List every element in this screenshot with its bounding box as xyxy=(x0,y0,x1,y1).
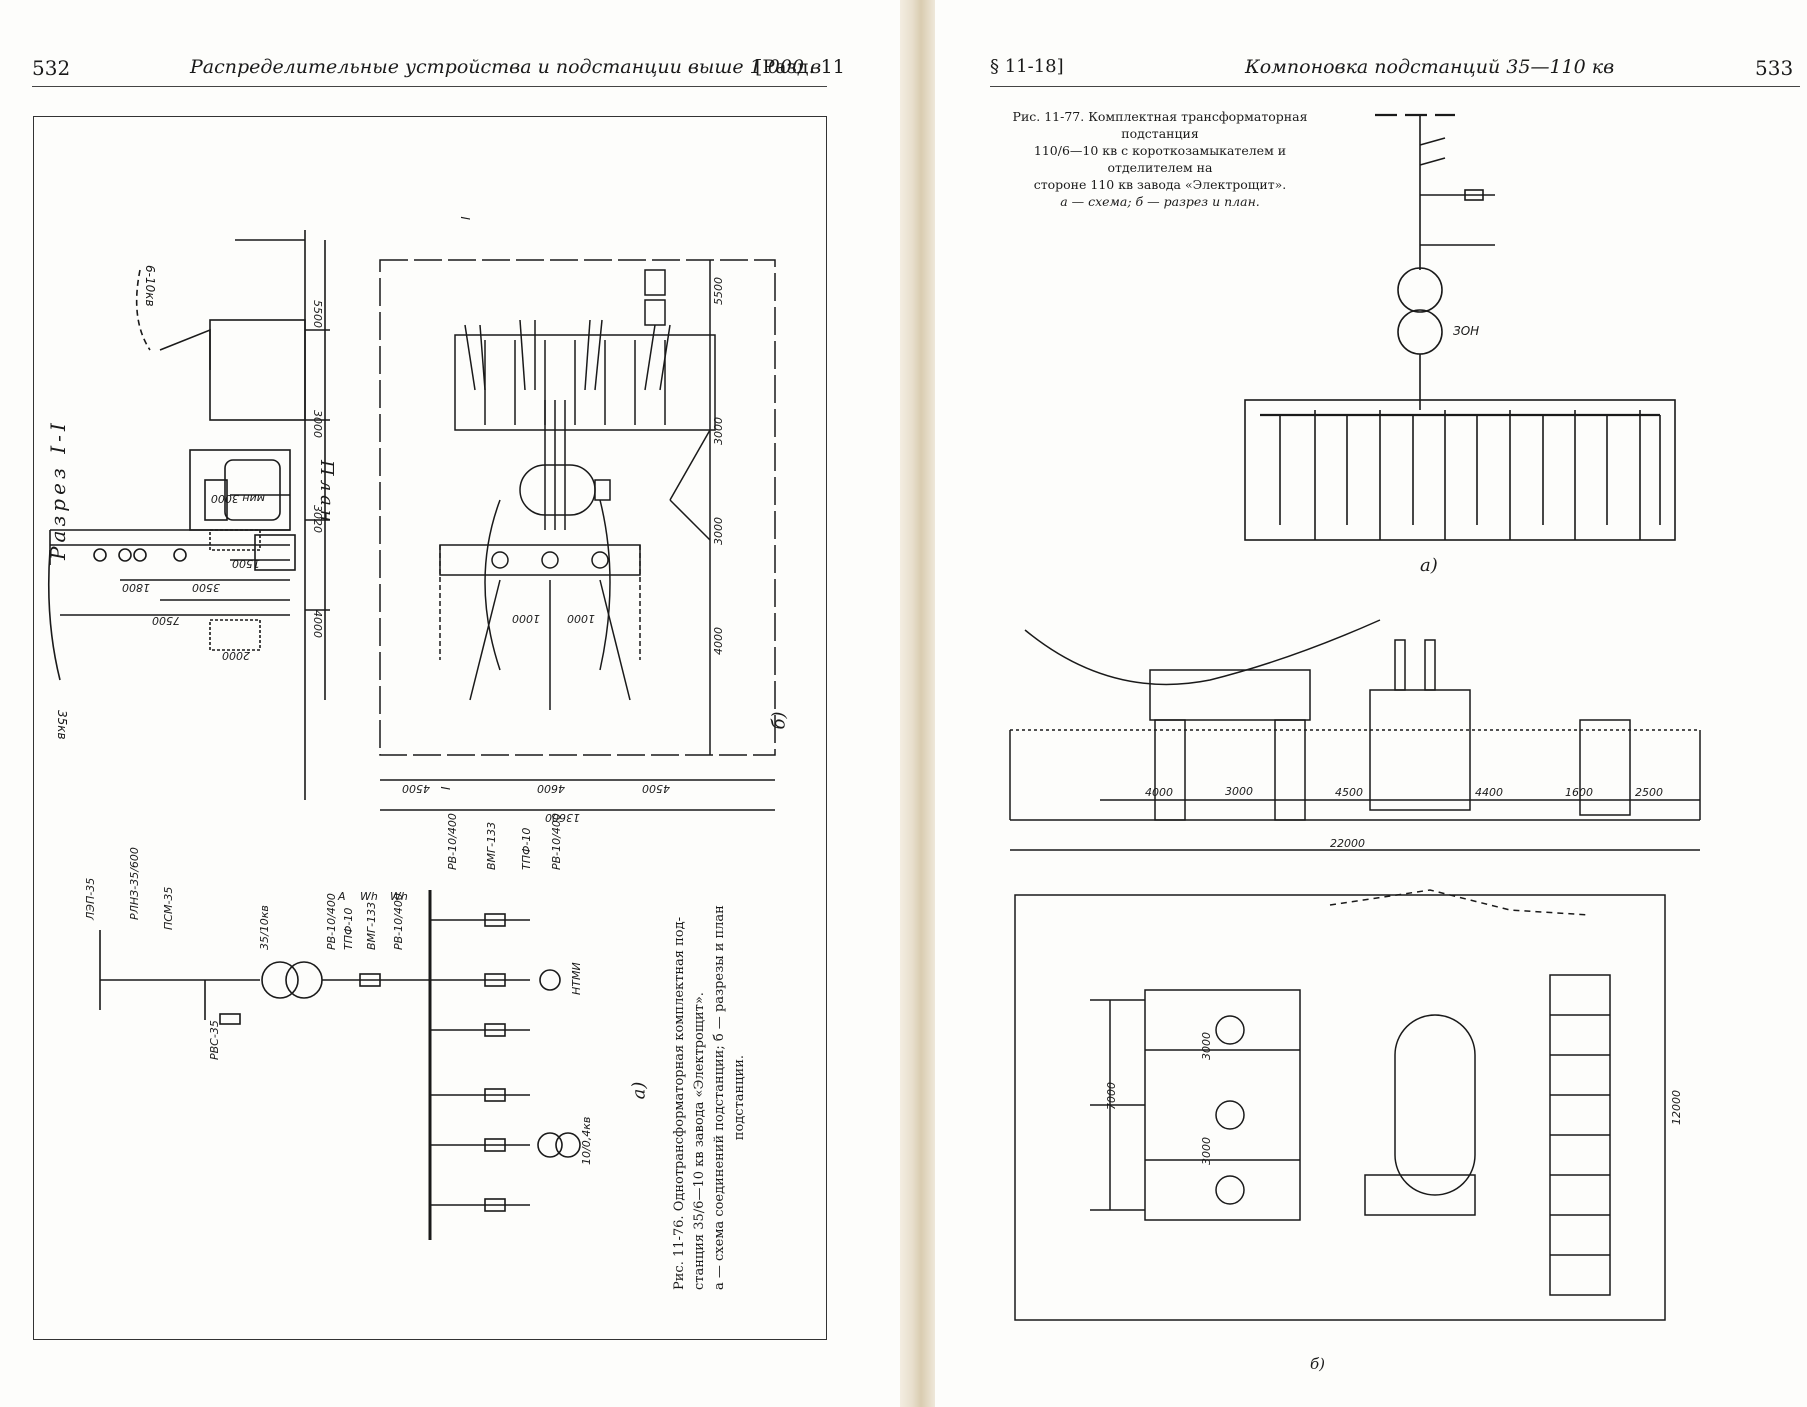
caption-right-line3: стороне 110 кв завода «Электрощит». xyxy=(1033,177,1287,192)
book-gutter xyxy=(900,0,935,1407)
plan-dim-4000: 4000 xyxy=(712,627,725,655)
dim-1500: 1500 xyxy=(232,557,260,570)
dim-1800: 1800 xyxy=(122,581,150,594)
sec-dim-22000: 22000 xyxy=(1330,837,1365,850)
plan-right-dim-7000: 7000 xyxy=(1105,1082,1118,1110)
page-number-right: 533 xyxy=(1755,56,1794,80)
scheme-wh1: Wh xyxy=(360,890,378,903)
scheme-out-tpf: ТПФ-10 xyxy=(520,828,533,870)
caption-right-line1: Рис. 11-77. Комплектная трансформаторная… xyxy=(1012,109,1308,141)
caption-right: Рис. 11-77. Комплектная трансформаторная… xyxy=(990,108,1330,210)
plan-dim-1000-b: 1000 xyxy=(567,612,595,625)
dim-7500: 7500 xyxy=(152,614,180,627)
caption-left-line3: а — схема соединений подстанции; б — раз… xyxy=(712,905,727,1290)
label-zon: ЗОН xyxy=(1453,324,1479,338)
scheme-fuse: ПСМ-35 xyxy=(162,887,175,930)
plan-right-dim-3000-a: 3000 xyxy=(1200,1032,1213,1060)
caption-left-line2: станция 35/6—10 кв завода «Электрощит». xyxy=(692,992,707,1290)
scheme-rv1: РВ-10/400 xyxy=(325,893,338,950)
sec-dim-1600: 1600 xyxy=(1565,786,1593,799)
section-marker-bottom: I xyxy=(439,786,453,790)
page-number-left: 532 xyxy=(32,56,71,80)
figure-frame-left xyxy=(33,116,827,1340)
sec-dim-4000: 4000 xyxy=(1145,786,1173,799)
left-page: 532 Распределительные устройства и подст… xyxy=(0,0,900,1407)
sec-dim-4500: 4500 xyxy=(1335,786,1363,799)
section-title: Разрез I-I xyxy=(46,419,70,560)
caption-left-line4: подстанции. xyxy=(732,1054,747,1141)
header-rule-right xyxy=(990,86,1800,87)
plan-drawing-left: 5500 3000 3000 4000 1000 1000 4500 4600 … xyxy=(379,216,776,824)
running-title-right: Компоновка подстанций 35—110 кв xyxy=(1245,56,1615,78)
plan-dim-5500: 5500 xyxy=(712,277,725,305)
caption-left: Рис. 11-76. Однотрансформаторная комплек… xyxy=(670,905,750,1290)
scheme-rv2: РВ-10/400 xyxy=(392,893,405,950)
plan-right-dim-3000-b: 3000 xyxy=(1200,1137,1213,1165)
scheme-aux: 10/0,4кв xyxy=(580,1117,593,1165)
scheme-ammeter: А xyxy=(337,890,346,903)
plan-dim-1000-a: 1000 xyxy=(512,612,540,625)
caption-left-line1: Рис. 11-76. Однотрансформаторная комплек… xyxy=(672,917,687,1290)
sec-dim-4400: 4400 xyxy=(1475,786,1503,799)
section-marker-top: I xyxy=(459,216,473,220)
scheme-drawing-left: ЛЭП-35 РЛНЗ-35/600 ПСМ-35 35/10кв РВС-35… xyxy=(84,813,593,1240)
fig-letter-b-left: б) xyxy=(768,711,790,730)
dim-3020: 3020 xyxy=(311,505,324,533)
plan-title: План xyxy=(316,460,337,526)
caption-right-line2: 110/6—10 кв с короткозамыкателем и отдел… xyxy=(1033,143,1287,175)
scheme-vmg: ВМГ-133 xyxy=(365,902,378,950)
scheme-arrester: РВС-35 xyxy=(208,1020,221,1060)
fig-letter-a-left: а) xyxy=(628,1081,650,1100)
dim-5500-a: 5500 xyxy=(311,300,324,328)
label-6-10kv: 6-10кв xyxy=(143,265,157,307)
scheme-drawing-right: ЗОН xyxy=(1244,113,1676,541)
plan-drawing-right: 7000 3000 3000 12000 xyxy=(1014,889,1683,1321)
section-ref-right: § 11-18] xyxy=(990,56,1064,77)
section-drawing-left: 6-10кв 35кв 5500 3000 3020 4000 мин 3000… xyxy=(47,230,330,800)
fig-letter-a-right: а) xyxy=(1420,555,1438,576)
scheme-out-rv1: РВ-10/400 xyxy=(446,813,459,870)
plan-dim-4600: 4600 xyxy=(537,782,565,795)
dim-3500: 3500 xyxy=(192,581,220,594)
fig-letter-b-right: б) xyxy=(1310,1355,1326,1373)
caption-right-line4: а — схема; б — разрез и план. xyxy=(1060,194,1260,209)
plan-dim-3000-a: 3000 xyxy=(712,417,725,445)
plan-dim-4500-a: 4500 xyxy=(402,782,430,795)
dim-2000: 2000 xyxy=(222,649,250,662)
sec-dim-2500: 2500 xyxy=(1635,786,1663,799)
right-page: § 11-18] Компоновка подстанций 35—110 кв… xyxy=(935,0,1807,1407)
section-ref-left: [Разд. 11 xyxy=(755,56,845,78)
plan-right-dim-12000: 12000 xyxy=(1670,1090,1683,1125)
plan-dim-3000-b: 3000 xyxy=(712,517,725,545)
scheme-line: ЛЭП-35 xyxy=(84,878,97,921)
scheme-disconnector: РЛНЗ-35/600 xyxy=(128,847,141,920)
scheme-out-rv2: РВ-10/400 xyxy=(550,813,563,870)
sec-dim-3000: 3000 xyxy=(1225,785,1253,798)
dim-3000-a: 3000 xyxy=(311,410,324,438)
scheme-tpf: ТПФ-10 xyxy=(342,908,355,950)
header-rule-left xyxy=(32,86,827,87)
scheme-ntmi: НТМИ xyxy=(570,962,583,995)
dim-min3000: мин 3000 xyxy=(211,492,265,505)
plan-dim-13600: 13600 xyxy=(545,811,580,824)
running-title-left: Распределительные устройства и подстанци… xyxy=(190,56,822,78)
plan-dim-4500-b: 4500 xyxy=(642,782,670,795)
section-drawing-right: 3000 4000 4500 4400 1600 2500 22000 xyxy=(1009,619,1701,851)
scheme-wh2: Wh xyxy=(390,890,408,903)
dim-4000-a: 4000 xyxy=(311,610,324,638)
scheme-transformer: 35/10кв xyxy=(258,905,271,950)
scheme-out-vmg: ВМГ-133 xyxy=(485,822,498,870)
label-35kv: 35кв xyxy=(55,710,69,740)
